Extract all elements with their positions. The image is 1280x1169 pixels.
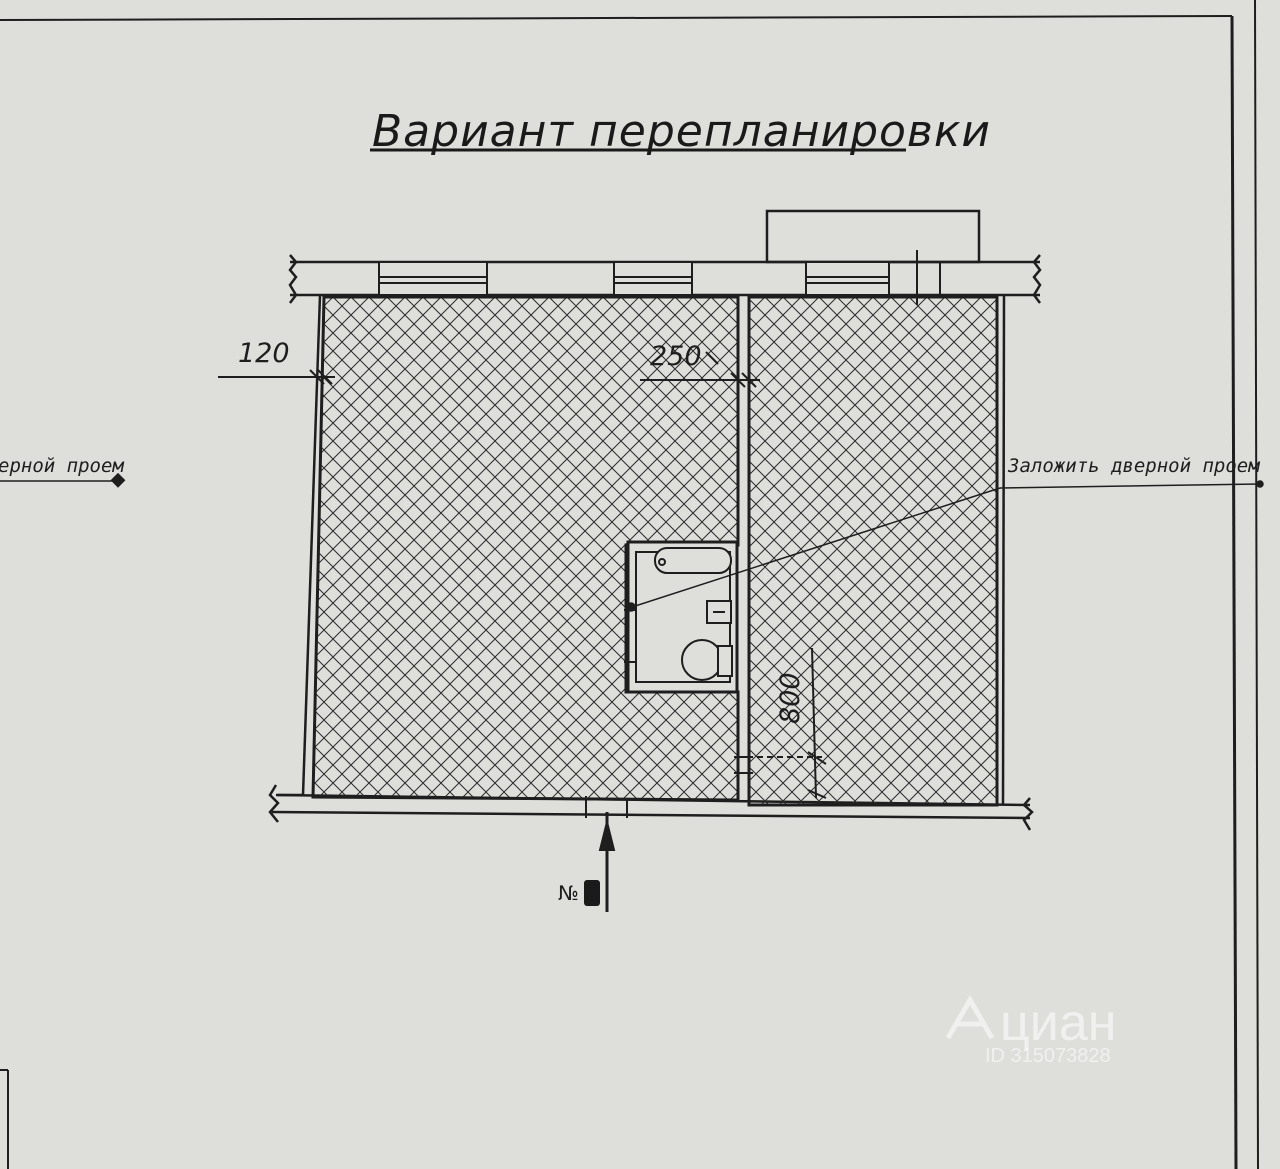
windows bbox=[378, 250, 941, 305]
window-1 bbox=[378, 261, 488, 296]
callout-right-text: Заложить дверной проем bbox=[1007, 455, 1260, 477]
callout-left-leader bbox=[0, 472, 126, 488]
sink-icon bbox=[706, 600, 732, 624]
dimension-250 bbox=[640, 351, 760, 388]
entrance-label: № bbox=[558, 881, 579, 905]
dimension-120-label: 120 bbox=[238, 338, 290, 369]
dimension-250-label: 250 bbox=[650, 341, 702, 372]
dimension-800-label: 800 bbox=[775, 672, 806, 724]
entrance-marker bbox=[585, 796, 628, 912]
cian-logo-icon bbox=[945, 995, 995, 1040]
watermark: циан ID 315073828 bbox=[945, 994, 1116, 1067]
window-2 bbox=[613, 261, 693, 296]
bathtub-icon bbox=[654, 547, 732, 574]
bathroom bbox=[624, 540, 739, 694]
watermark-brand: циан bbox=[1000, 994, 1116, 1052]
toilet-icon bbox=[681, 639, 733, 681]
entrance-number-redacted bbox=[584, 880, 600, 906]
door-opening bbox=[734, 647, 827, 799]
window-3 bbox=[805, 261, 890, 296]
dimension-120 bbox=[218, 369, 335, 385]
callout-left-text: ерной проем bbox=[0, 455, 124, 477]
callout-right-leader bbox=[626, 480, 1264, 612]
room-right-hatched bbox=[747, 295, 999, 807]
watermark-id: ID 315073828 bbox=[985, 1045, 1111, 1067]
